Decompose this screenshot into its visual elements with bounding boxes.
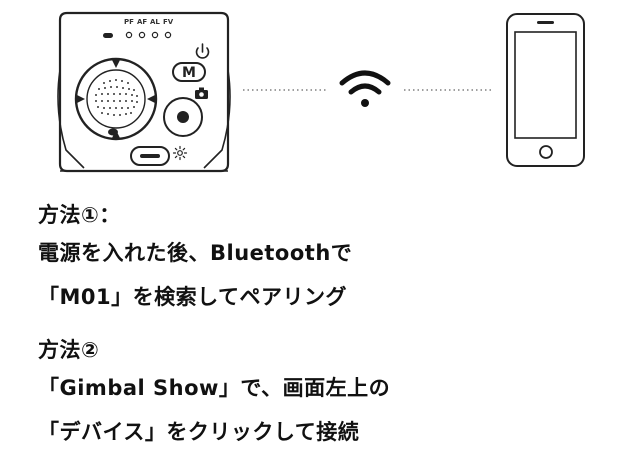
indicator-label-al: AL — [150, 18, 160, 26]
mode-button-label: M — [182, 65, 196, 81]
method2-line2: 「デバイス」をクリックして接続 — [38, 420, 360, 444]
indicator-led-pf — [125, 31, 133, 39]
camera-icon — [195, 87, 208, 99]
bottom-button[interactable] — [130, 146, 170, 166]
method1-title: 方法①： — [38, 203, 121, 227]
method2-line1: 「Gimbal Show」で、画面左上の — [38, 376, 391, 400]
connection-illustration: PF AF AL FV M — [57, 11, 585, 173]
wifi-icon — [339, 70, 391, 107]
method1-line2: 「M01」を検索してペアリング — [38, 285, 347, 309]
power-icon — [195, 43, 210, 59]
indicator-label-pf: PF — [124, 18, 134, 26]
indicator-led-fv — [164, 31, 172, 39]
smartphone-icon — [506, 13, 585, 167]
indicator-label-af: AF — [137, 18, 147, 26]
joystick-grip-pattern — [95, 79, 138, 116]
indicator-led-af — [138, 31, 146, 39]
brightness-icon — [172, 145, 188, 161]
indicator-led-al — [151, 31, 159, 39]
method2-title: 方法② — [38, 338, 100, 362]
status-led — [103, 33, 113, 38]
mode-button[interactable]: M — [172, 62, 206, 82]
shutter-button[interactable] — [163, 97, 203, 137]
method1-line1: 電源を入れた後、Bluetoothで — [38, 241, 353, 265]
indicator-label-fv: FV — [163, 18, 174, 26]
joystick[interactable] — [74, 57, 158, 141]
